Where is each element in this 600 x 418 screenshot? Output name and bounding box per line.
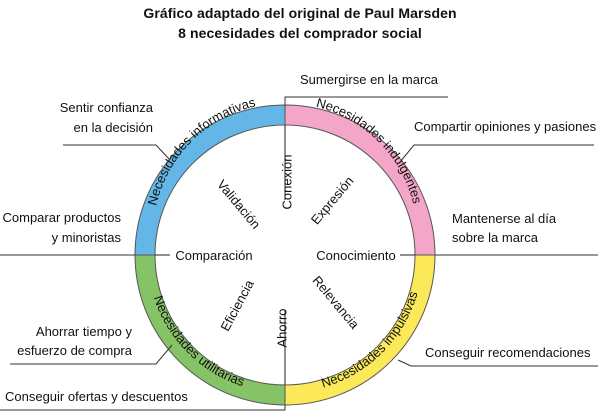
callout-ahorrar-1: Ahorrar tiempo y bbox=[36, 324, 133, 339]
callout-mantenerse-2: sobre la marca bbox=[452, 230, 539, 245]
callout-line-sumergirse bbox=[284, 96, 448, 105]
callout-sentir-2: en la decisión bbox=[74, 120, 154, 135]
callout-comparar-1: Comparar productos bbox=[3, 210, 122, 225]
callout-recomendaciones: Conseguir recomendaciones bbox=[425, 345, 591, 360]
callout-ofertas: Conseguir ofertas y descuentos bbox=[5, 389, 188, 404]
callout-line-ofertas bbox=[0, 405, 286, 411]
callout-ahorrar-2: esfuerzo de compra bbox=[17, 343, 133, 358]
title-line-1: Gráfico adaptado del original de Paul Ma… bbox=[143, 5, 457, 21]
callout-sumergirse: Sumergirse en la marca bbox=[300, 72, 439, 87]
inner-label-eficiencia: Eficiencia bbox=[217, 277, 257, 334]
callout-mantenerse-1: Mantenerse al día bbox=[452, 211, 557, 226]
inner-label-relevancia: Relevancia bbox=[309, 273, 362, 332]
inner-label-conocimiento: Conocimiento bbox=[316, 248, 396, 263]
callout-comparar-2: y minoristas bbox=[52, 230, 122, 245]
inner-label-expresion: Expresión bbox=[308, 173, 357, 227]
quadrant-utilitarias bbox=[134, 254, 286, 406]
callout-compartir: Compartir opiniones y pasiones bbox=[414, 119, 597, 134]
callout-line-recomendaciones bbox=[397, 359, 598, 367]
callout-sentir-1: Sentir confianza bbox=[60, 100, 154, 115]
quadrant-impulsivas bbox=[284, 254, 436, 406]
inner-label-conexion: Conexión bbox=[279, 155, 294, 210]
title-line-2: 8 necesidades del comprador social bbox=[178, 25, 422, 41]
callout-line-sentir bbox=[63, 144, 171, 161]
inner-label-comparacion: Comparación bbox=[175, 248, 252, 263]
inner-label-ahorro: Ahorro bbox=[274, 308, 289, 347]
callout-line-compartir bbox=[399, 144, 594, 163]
inner-label-validacion: Validación bbox=[214, 177, 263, 232]
callout-line-ahorrar bbox=[10, 344, 173, 365]
